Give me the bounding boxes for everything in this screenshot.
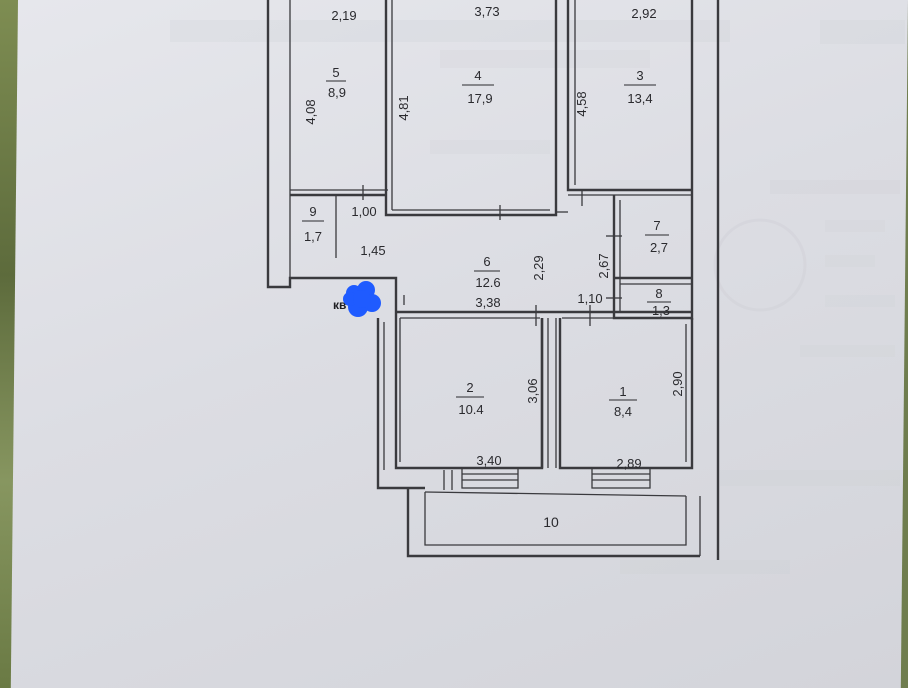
window-room-2	[461, 467, 519, 489]
room-7-number: 7	[653, 218, 660, 233]
room-4-area: 17,9	[467, 91, 492, 106]
room-8: 8 1,3 1,10	[577, 286, 671, 318]
room-7: 7 2,7 2,67	[596, 218, 669, 279]
room-9-width: 1,00	[351, 204, 376, 219]
room-5-width: 2,19	[331, 8, 356, 23]
room-3: 2,92 3 13,4 4,58	[574, 6, 657, 117]
room-9-area: 1,7	[304, 229, 322, 244]
window-room-1	[591, 467, 651, 489]
room-4: 3,73 4 17,9 4,81	[396, 4, 500, 121]
room-10: 10	[543, 514, 559, 530]
room-1-height: 2,90	[670, 371, 685, 396]
room-6-number: 6	[483, 254, 490, 269]
room-1-area: 8,4	[614, 404, 632, 419]
room-2-number: 2	[466, 380, 473, 395]
room-9-number: 9	[309, 204, 316, 219]
room-2-area: 10.4	[458, 402, 483, 417]
entrance-label: кв	[333, 298, 346, 312]
room-8-width: 1,10	[577, 291, 602, 306]
room-6-width: 1,45	[360, 243, 385, 258]
room-2-height: 3,06	[525, 378, 540, 403]
location-marker-icon	[343, 281, 381, 317]
room-1: 1 8,4 2,89 2,90	[609, 371, 685, 471]
room-5: 2,19 5 8,9 4,08	[303, 8, 357, 125]
room-7-height: 2,67	[596, 253, 611, 278]
room-4-width: 3,73	[474, 4, 499, 19]
room-9: 9 1,7 1,00	[302, 204, 377, 244]
room-4-height: 4,81	[396, 95, 411, 120]
room-3-number: 3	[636, 68, 643, 83]
room-1-width: 2,89	[616, 456, 641, 471]
room-3-area: 13,4	[627, 91, 652, 106]
room-5-height: 4,08	[303, 99, 318, 124]
room-8-area: 1,3	[652, 303, 670, 318]
bleed-through-text	[170, 20, 905, 574]
room-2: 2 10.4 3,40 3,06	[456, 378, 540, 468]
room-10-number: 10	[543, 514, 559, 530]
room-5-number: 5	[332, 65, 339, 80]
room-1-number: 1	[619, 384, 626, 399]
room-4-number: 4	[474, 68, 481, 83]
room-2-width: 3,40	[476, 453, 501, 468]
room-6: 1,45 6 12.6 3,38 2,29	[360, 243, 546, 310]
room-6-area: 12.6	[475, 275, 500, 290]
room-6-length: 3,38	[475, 295, 500, 310]
room-3-width: 2,92	[631, 6, 656, 21]
room-6-height: 2,29	[531, 255, 546, 280]
room-7-area: 2,7	[650, 240, 668, 255]
room-3-height: 4,58	[574, 91, 589, 116]
room-5-area: 8,9	[328, 85, 346, 100]
walls	[266, 0, 720, 560]
room-8-number: 8	[655, 286, 662, 301]
